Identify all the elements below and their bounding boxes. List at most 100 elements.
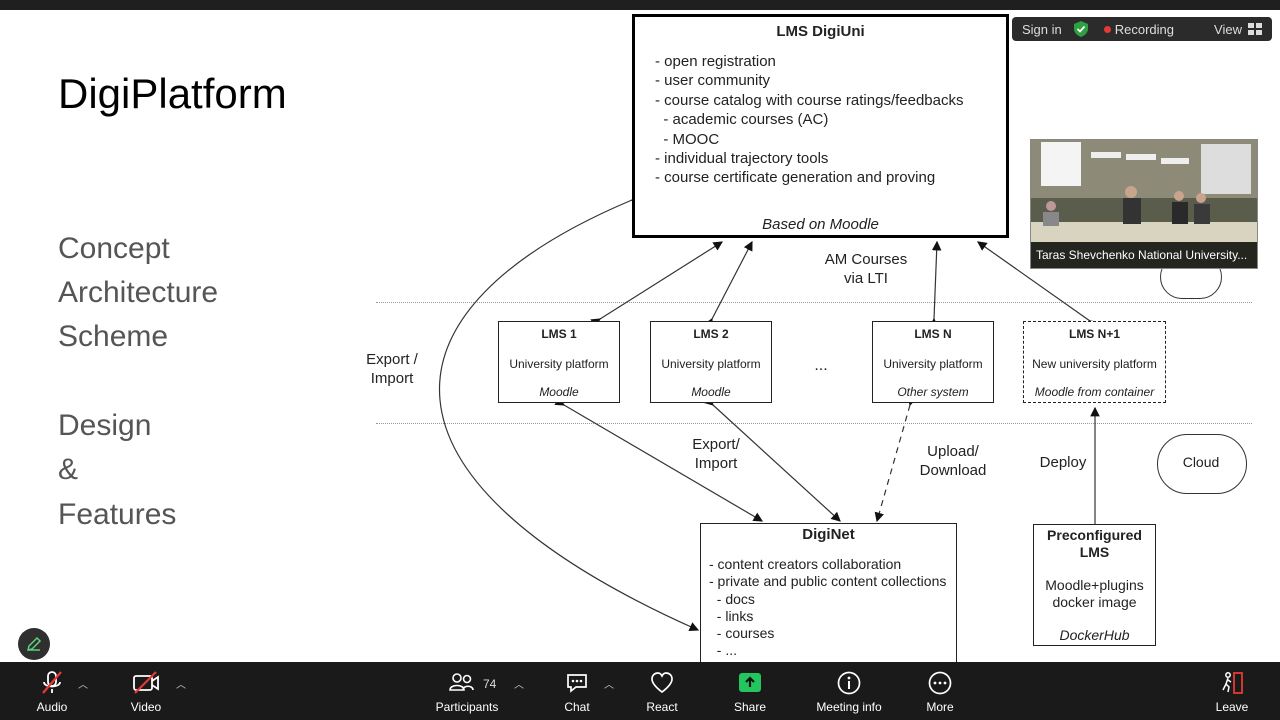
list-item: - docs [709, 590, 755, 607]
lms-digiuni-footer: Based on Moodle [762, 216, 879, 233]
lms-box-subtitle: New university platform [1032, 357, 1157, 371]
meeting-toolbar: Audio ︿ Video ︿ 74 Participants ︿ [0, 662, 1280, 720]
recording-indicator[interactable]: Recording [1114, 21, 1175, 37]
participant-name: Taras Shevchenko National University... [1031, 242, 1257, 268]
list-item: - courses [709, 625, 775, 642]
lms-box-system: Moodle from container [1034, 385, 1155, 399]
recording-dot-icon [1103, 25, 1111, 33]
participants-label: Participants [435, 700, 499, 714]
chat-options-caret[interactable]: ︿ [604, 680, 614, 691]
list-item: - course certificate generation and prov… [655, 169, 936, 187]
side-item-architecture: Architecture [58, 276, 219, 309]
share-label: Share [733, 700, 767, 714]
meeting-info-button[interactable]: Meeting info [810, 662, 888, 720]
audio-options-caret[interactable]: ︿ [78, 680, 88, 691]
leave-door-icon [1222, 672, 1243, 694]
side-item-concept: Concept [58, 232, 170, 265]
participants-icon [449, 673, 474, 691]
list-item: - user community [655, 72, 771, 90]
more-label: More [926, 700, 954, 714]
diginet-title: DigiNet [802, 526, 855, 543]
grid-view-icon[interactable] [1248, 23, 1262, 35]
label-am-courses: AM Courses via LTI [824, 251, 908, 287]
lms-n-box: LMS N University platform Other system [872, 321, 994, 403]
video-options-caret[interactable]: ︿ [176, 680, 186, 691]
dotted-separator-top [376, 302, 1252, 303]
lms-digiuni-list: - open registration - user community - c… [655, 52, 1006, 188]
lms-box-title: LMS N [914, 327, 952, 341]
react-button[interactable]: React [640, 662, 684, 720]
preconfigured-lms-box: Preconfigured LMS Moodle+plugins docker … [1033, 524, 1156, 646]
preconfigured-body: Moodle+plugins docker image [1045, 577, 1144, 610]
audio-button[interactable]: Audio [30, 662, 74, 720]
arrow-lmsn-digiuni [928, 240, 942, 328]
list-item: - ... [709, 642, 737, 659]
label-cloud: Cloud [1182, 454, 1220, 470]
lms-ellipsis: ... [814, 357, 828, 374]
chat-button[interactable]: Chat [556, 662, 598, 720]
more-button[interactable]: More [918, 662, 962, 720]
share-screen-icon [739, 673, 761, 692]
diagram-arrows [438, 192, 1100, 631]
list-item: - course catalog with course ratings/fee… [655, 91, 964, 109]
side-item-features: Features [58, 498, 177, 531]
muted-mic-icon [42, 671, 62, 694]
arrow-lms2-digiuni [703, 240, 753, 329]
preconfigured-footer: DockerHub [1059, 627, 1130, 643]
annotate-button[interactable] [18, 628, 50, 660]
video-label: Video [130, 700, 162, 714]
chat-bubble-icon [567, 674, 587, 693]
lms-box-subtitle: University platform [883, 357, 983, 371]
arrow-lmsn-diginet-dashed [874, 395, 917, 523]
lms-box-title: LMS 2 [693, 327, 729, 341]
encryption-shield-icon[interactable] [1073, 21, 1088, 37]
list-item: - individual trajectory tools [655, 150, 829, 168]
leave-label: Leave [1215, 700, 1249, 714]
share-screen-button[interactable]: Share [728, 662, 772, 720]
lms-box-subtitle: University platform [509, 357, 609, 371]
arrow-lms2-diginet [703, 395, 841, 522]
lms-box-title: LMS N+1 [1068, 327, 1120, 341]
list-item: - open registration [655, 53, 776, 70]
list-item: - content creators collaboration [709, 556, 902, 572]
diginet-box: DigiNet - content creators collaboration… [700, 523, 957, 662]
arrow-digiuni-diginet-curve [438, 192, 700, 631]
more-dots-icon [928, 671, 952, 695]
video-button[interactable]: Video [124, 662, 168, 720]
react-label: React [646, 700, 678, 714]
arrow-lmsn1-digiuni [977, 241, 1100, 330]
side-item-scheme: Scheme [58, 320, 169, 353]
slide-title: DigiPlatform [58, 70, 287, 117]
leave-button[interactable]: Leave [1210, 662, 1254, 720]
lms-box-title: LMS 1 [541, 327, 577, 341]
label-deploy: Deploy [1039, 454, 1087, 471]
meeting-info-label: Meeting info [816, 700, 882, 714]
label-export-import-left: Export / Import [366, 351, 418, 387]
participant-video-tile[interactable]: Taras Shevchenko National University... [1030, 139, 1258, 269]
list-item: - MOOC [655, 130, 720, 148]
lms-n-plus-1-box: LMS N+1 New university platform Moodle f… [1023, 321, 1166, 403]
lms-digiuni-box: LMS DigiUni - open registration - user c… [632, 14, 1009, 238]
list-item: - academic courses (AC) [655, 111, 829, 129]
participants-button[interactable]: 74 Participants [432, 662, 502, 720]
lms-box-system: Other system [897, 385, 969, 399]
participants-options-caret[interactable]: ︿ [514, 680, 524, 691]
view-button[interactable]: View [1214, 21, 1242, 37]
info-icon [837, 671, 861, 695]
side-item-design: Design [58, 409, 152, 442]
diginet-list: - content creators collaboration - priva… [709, 556, 956, 660]
preconfigured-title: Preconfigured LMS [1047, 527, 1142, 560]
participants-count: 74 [483, 677, 497, 691]
sign-in-link[interactable]: Sign in [1022, 21, 1062, 37]
lms-digiuni-title: LMS DigiUni [776, 23, 865, 40]
pencil-icon [26, 636, 42, 652]
arrow-lms1-digiuni [590, 241, 724, 328]
shared-slide: DigiPlatform Concept Architecture Scheme… [0, 10, 1280, 662]
label-export-import-mid: Export/ Import [692, 436, 740, 472]
meeting-status-bar: Sign in Recording View [1012, 17, 1272, 41]
heart-icon [651, 672, 673, 694]
lms-box-system: Moodle [539, 385, 579, 399]
list-item: - links [709, 607, 754, 624]
lms-1-box: LMS 1 University platform Moodle [498, 321, 620, 403]
